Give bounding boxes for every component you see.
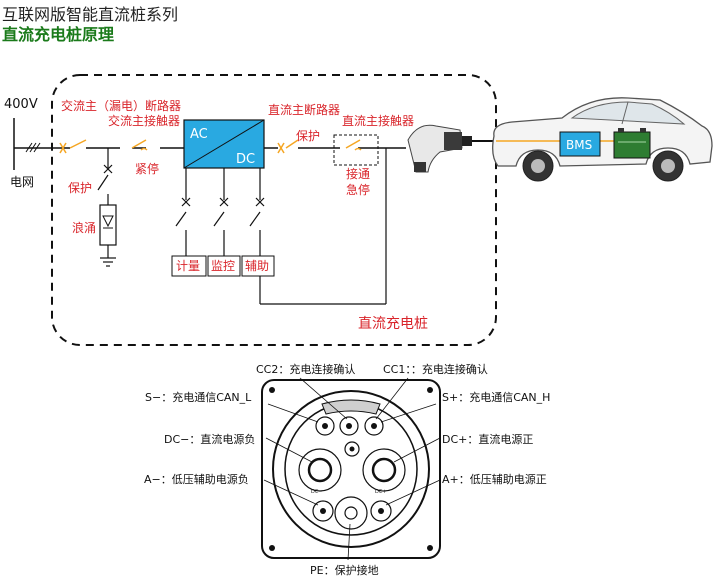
estop2-label: 急停 [346, 182, 370, 197]
monitor-box [207, 255, 241, 277]
pile-label: 直流充电桩 [358, 315, 428, 332]
ac-contactor-label: 交流主接触器 [108, 113, 180, 128]
surge-arrester-icon [102, 215, 114, 229]
connect-label: 接通 [346, 166, 370, 181]
ac-breaker-label: 交流主（漏电）断路器 [61, 98, 181, 113]
voltage-label: 400V [4, 97, 38, 112]
cc2-label: CC2：充电连接确认 [256, 362, 355, 376]
dc-plus-label: DC+：直流电源正 [442, 432, 533, 446]
leader-lines [263, 377, 441, 561]
mount-holes [269, 387, 433, 551]
pin-dc-minus-label: DC− [311, 489, 323, 495]
dc-breaker-label: 直流主断路器 [268, 102, 340, 117]
car-icon [492, 97, 713, 182]
aux-box [241, 255, 275, 277]
s-minus-label: S−：充电通信CAN_L [145, 390, 252, 404]
box-aux-label: 辅助 [245, 259, 269, 273]
schematic: AC DC [4, 74, 713, 346]
protect-right-label: 保护 [296, 129, 320, 143]
estop-label: 紧停 [135, 161, 159, 176]
surge-label: 浪涌 [72, 220, 96, 235]
converter-ac-label: AC [190, 127, 208, 142]
pe-label: PE：保护接地 [310, 563, 379, 577]
aux-boxes: 计量 监控 辅助 [171, 255, 275, 277]
connector-latch [321, 399, 381, 415]
a-plus-label: A+：低压辅助电源正 [442, 472, 547, 486]
dc-breaker-switch [277, 139, 299, 154]
ac-contactor-switch [131, 139, 148, 151]
aux-branches [175, 148, 387, 305]
ac-dc-converter: AC DC [183, 119, 265, 169]
battery-icon [613, 128, 651, 159]
charging-gun-icon [407, 124, 496, 173]
box-meter-label: 计量 [176, 259, 200, 273]
page-subtitle: 直流充电桩原理 [2, 25, 115, 44]
cc1-label: CC1：：充电连接确认 [383, 362, 488, 376]
connector-pins [298, 416, 406, 530]
pin-centers [320, 423, 384, 514]
pile-boundary [51, 74, 497, 346]
bms-label: BMS [566, 138, 592, 152]
connector-diagram: DC− DC+ CC2：充电连接确认 CC1：：充电连接确认 S−：充电通信CA… [144, 362, 550, 577]
surge-branch [97, 148, 117, 267]
box-monitor-label: 监控 [211, 259, 235, 273]
meter-box [171, 255, 207, 277]
bms-module: BMS [559, 131, 601, 157]
page-title: 互联网版智能直流桩系列 [2, 5, 179, 24]
dc-contactor-label: 直流主接触器 [342, 113, 414, 128]
pin-dc-plus-label: DC+ [375, 489, 387, 495]
dc-contactor-switch [345, 139, 362, 151]
a-minus-label: A−：低压辅助电源负 [144, 472, 249, 486]
converter-dc-label: DC [236, 152, 255, 167]
protect-left-label: 保护 [68, 181, 92, 195]
ac-breaker-switch [59, 139, 87, 154]
dc-minus-label: DC−：直流电源负 [164, 432, 255, 446]
three-phase-ticks [25, 142, 41, 153]
grid-label: 电网 [10, 175, 34, 189]
s-plus-label: S+：充电通信CAN_H [442, 390, 550, 404]
dc-contactor-box [333, 134, 379, 166]
